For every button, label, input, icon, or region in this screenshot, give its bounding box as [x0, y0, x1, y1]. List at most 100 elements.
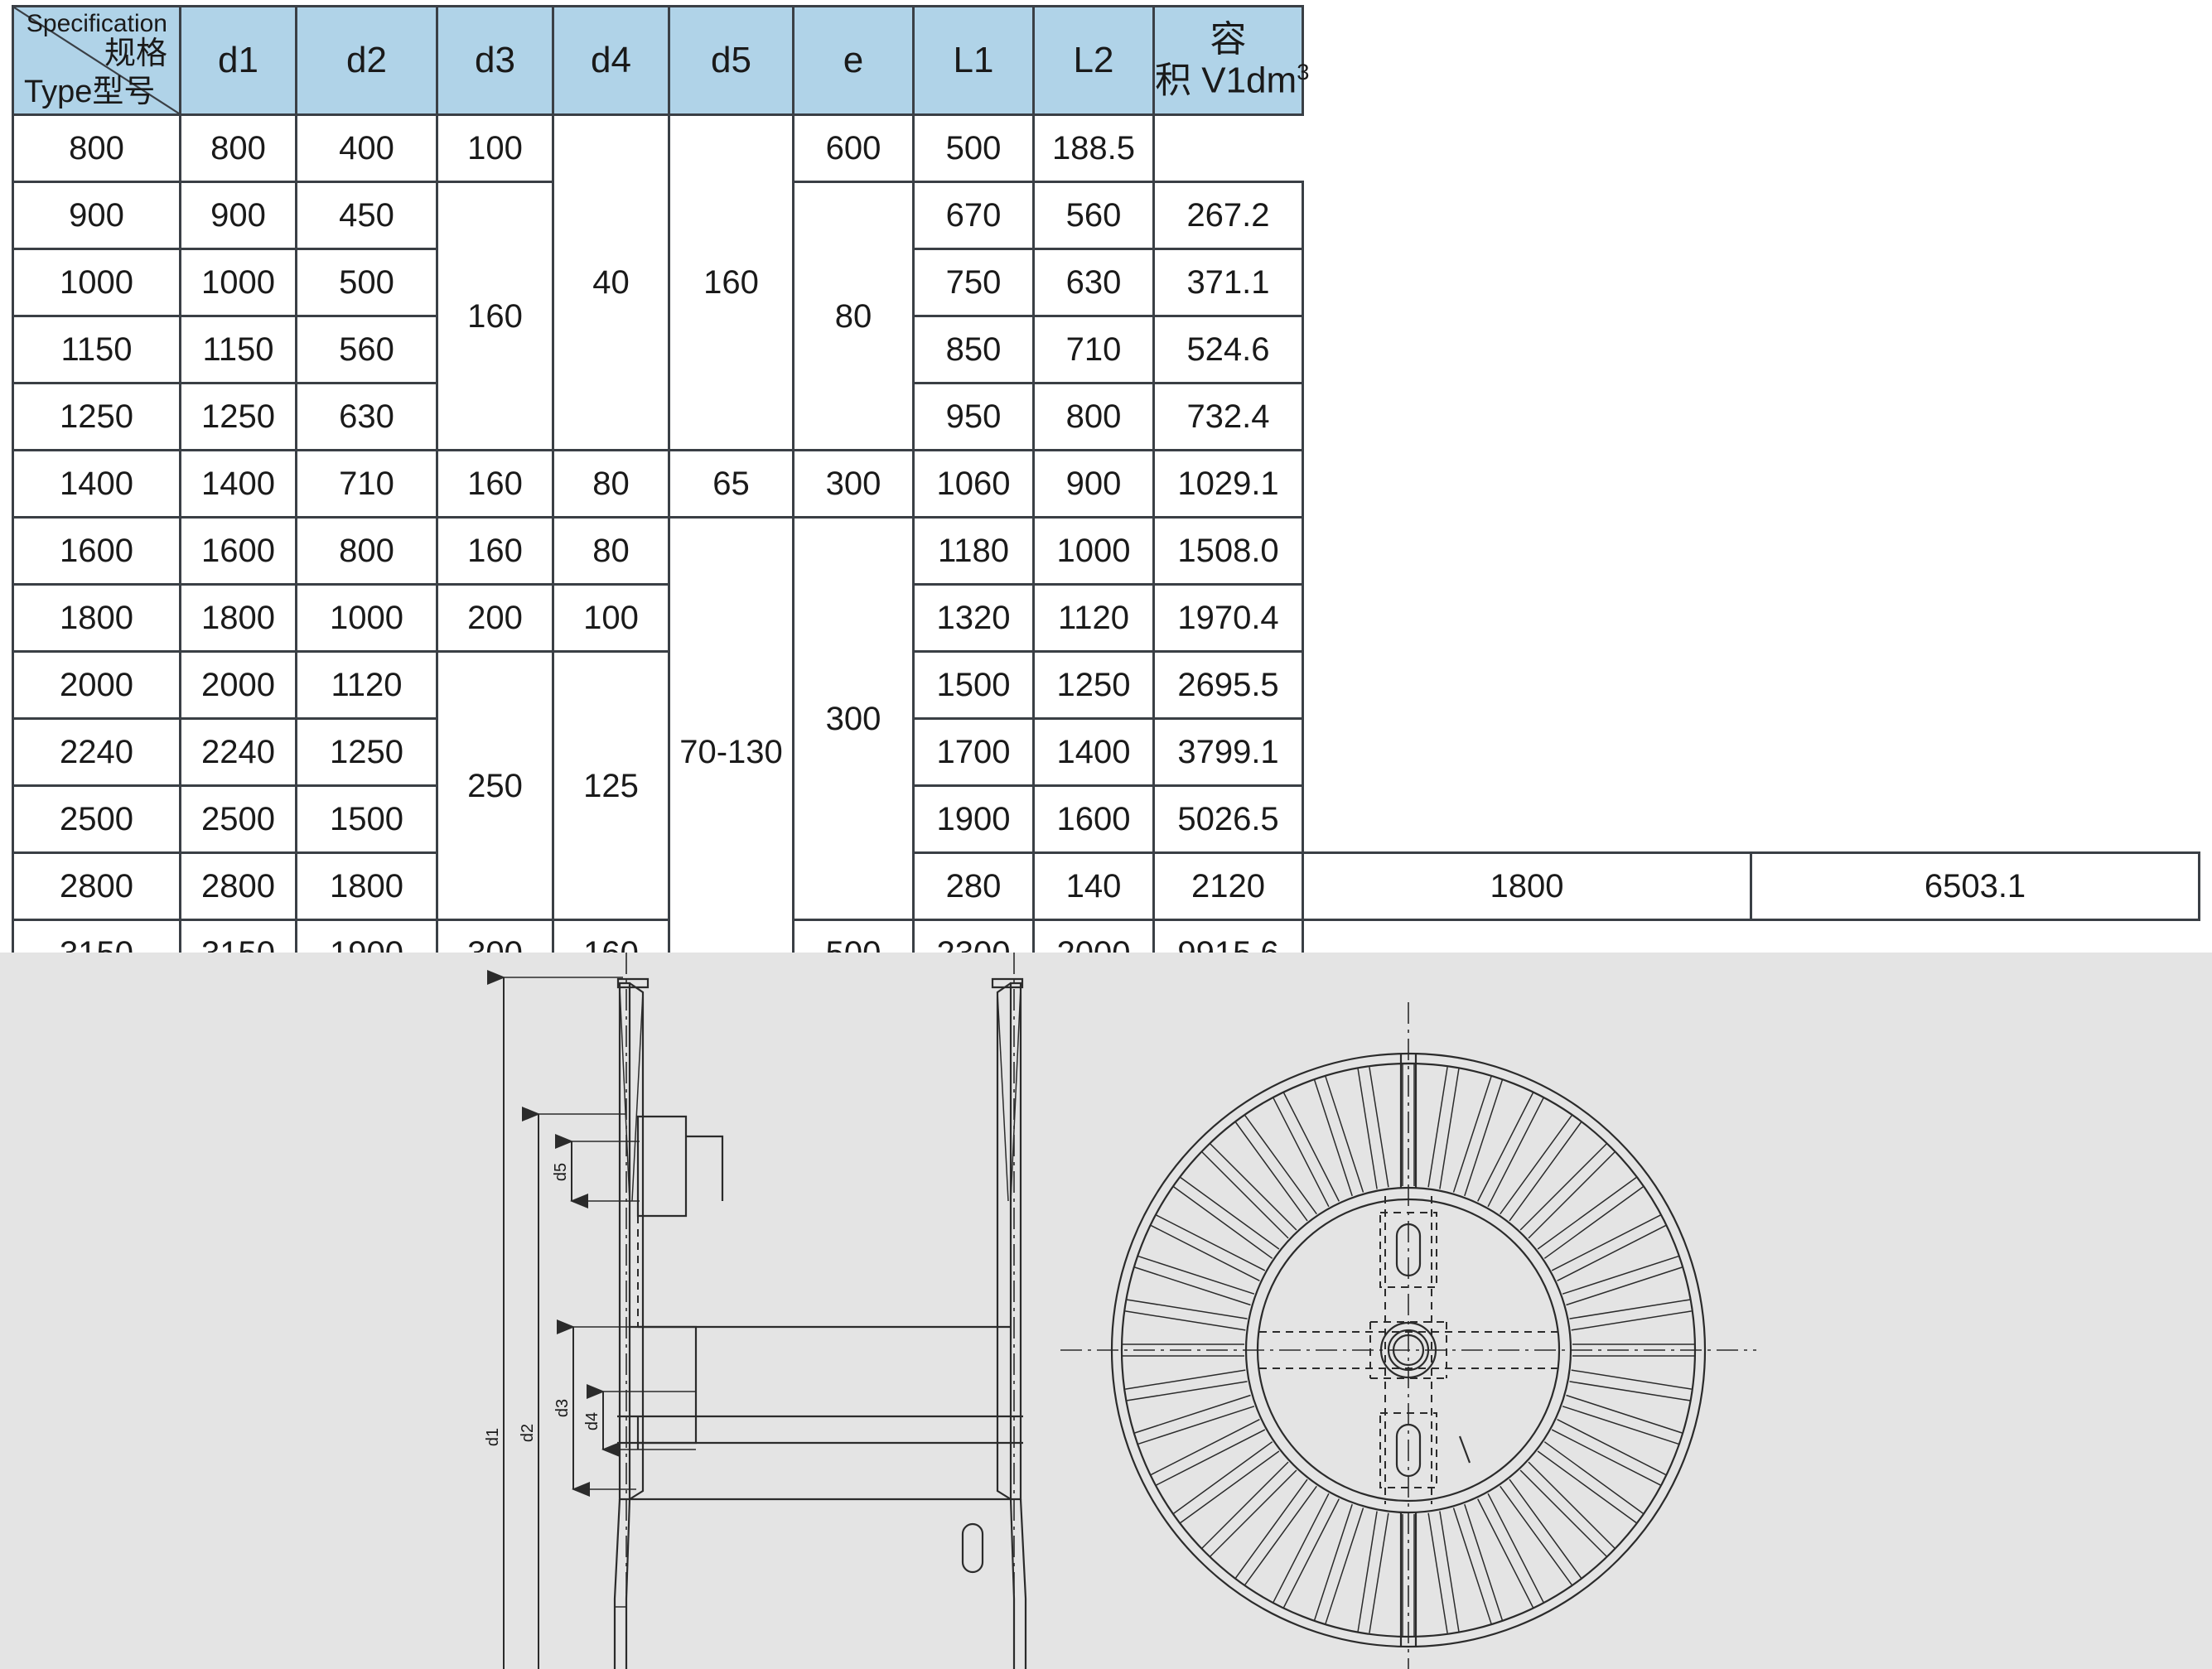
header-col-d5: d5 [668, 5, 794, 116]
spoke [1201, 1461, 1297, 1557]
cell-volume: 5026.5 [1152, 784, 1304, 854]
cell-d1: 1150 [179, 315, 297, 384]
cell-l2: 1250 [1032, 650, 1155, 720]
cell-e: 300 [792, 516, 915, 921]
header-col-d4: d4 [552, 5, 670, 116]
cell-d5: 70-130 [668, 516, 794, 988]
table-header-row: Specification 规格 Type型号 d1 d2 d3 d4 d5 e… [12, 5, 2200, 116]
spoke [1134, 1255, 1255, 1306]
cell-d4: 100 [552, 583, 670, 653]
header-volume-superscript: 3 [1297, 59, 1310, 85]
cell-d1: 2240 [179, 717, 297, 787]
reel-drawing-svg: .ln { fill:none; stroke:#2b2b2b; stroke-… [484, 953, 1756, 1669]
cell-d1: 2800 [179, 851, 297, 921]
hub-tick-mark [1458, 1435, 1471, 1464]
spoke [1234, 1115, 1317, 1222]
spoke [1125, 1369, 1248, 1401]
header-type-label: Type型号 [24, 75, 156, 110]
spoke [1151, 1214, 1266, 1281]
spoke [1173, 1441, 1280, 1524]
cell-d5: 65 [668, 449, 794, 519]
cell-d1: 1400 [179, 449, 297, 519]
cell-volume: 1508.0 [1152, 516, 1304, 586]
cell-d2: 1000 [295, 583, 438, 653]
cell-type: 1150 [12, 315, 181, 384]
spoke [1452, 1503, 1504, 1624]
cell-l1: 1500 [912, 650, 1035, 720]
specification-table-container: Specification 规格 Type型号 d1 d2 d3 d4 d5 e… [12, 5, 2200, 988]
cell-l1: 600 [792, 113, 915, 183]
header-col-l2: L2 [1032, 5, 1155, 116]
spoke [1357, 1067, 1389, 1189]
cell-d1: 900 [179, 181, 297, 250]
side-view-oval-slot [961, 1522, 984, 1574]
dimension-d4: d4 [583, 1384, 696, 1457]
cell-type: 900 [12, 181, 181, 250]
spoke [1562, 1255, 1683, 1306]
spoke [1537, 1176, 1644, 1259]
cell-d1: 1250 [179, 382, 297, 451]
cell-d2: 560 [295, 315, 438, 384]
cell-d2: 500 [295, 248, 438, 317]
cell-type: 2800 [12, 851, 181, 921]
cell-d1: 2500 [179, 784, 297, 854]
spoke [1519, 1143, 1616, 1239]
cell-d2: 630 [295, 382, 438, 451]
header-col-d1: d1 [179, 5, 297, 116]
cell-d3: 100 [436, 113, 554, 183]
cell-d4: 125 [552, 650, 670, 921]
cell-volume: 3799.1 [1152, 717, 1304, 787]
header-specification-cn: 规格 [104, 36, 167, 72]
cell-volume: 188.5 [1032, 113, 1155, 183]
cell-type: 800 [12, 113, 181, 183]
cell-d2: 400 [295, 113, 438, 183]
cell-d2: 1120 [295, 650, 438, 720]
spoke [1402, 1064, 1415, 1186]
cell-l2: 500 [912, 113, 1035, 183]
cell-d4: 80 [792, 181, 915, 451]
cell-d3: 160 [436, 516, 554, 586]
cell-volume: 2695.5 [1152, 650, 1304, 720]
drum-barrel-profile [617, 1325, 1023, 1501]
spoke [1551, 1419, 1666, 1486]
cell-l2: 1800 [1302, 851, 1752, 921]
dimension-d1: d1 [484, 970, 623, 1669]
cell-d1: 2000 [179, 650, 297, 720]
spoke [1273, 1093, 1340, 1208]
dimension-d3: d3 [553, 1319, 636, 1497]
cell-d1: 1800 [179, 583, 297, 653]
cell-d3: 250 [436, 650, 554, 921]
header-volume-cn: 容积 [1155, 18, 1247, 101]
cell-d1: 1600 [179, 516, 297, 586]
spoke [1173, 1176, 1280, 1259]
cell-l2: 800 [1032, 382, 1155, 451]
header-volume-unit: V1dm [1201, 60, 1297, 101]
cell-l1: 670 [912, 181, 1035, 250]
header-specification-label: Specification 规格 [27, 10, 167, 72]
spoke [1477, 1493, 1544, 1608]
technical-drawing-area: .ln { fill:none; stroke:#2b2b2b; stroke-… [0, 953, 2212, 1669]
cell-l1: 850 [912, 315, 1035, 384]
cell-e: 300 [792, 449, 915, 519]
cell-d3: 280 [912, 851, 1035, 921]
dimension-label-d2: d2 [519, 1424, 537, 1442]
cell-volume: 267.2 [1152, 181, 1304, 250]
dimension-label-d4: d4 [583, 1412, 601, 1430]
dimension-label-d5: d5 [552, 1163, 570, 1181]
header-col-d3: d3 [436, 5, 554, 116]
spoke [1537, 1441, 1644, 1524]
spoke [1313, 1076, 1364, 1197]
spoke [1123, 1343, 1244, 1357]
cell-d4: 80 [552, 516, 670, 586]
cell-d4: 140 [1032, 851, 1155, 921]
spoke [1273, 1493, 1340, 1608]
specification-table: Specification 规格 Type型号 d1 d2 d3 d4 d5 e… [12, 5, 2200, 988]
cell-e: 160 [668, 113, 794, 451]
